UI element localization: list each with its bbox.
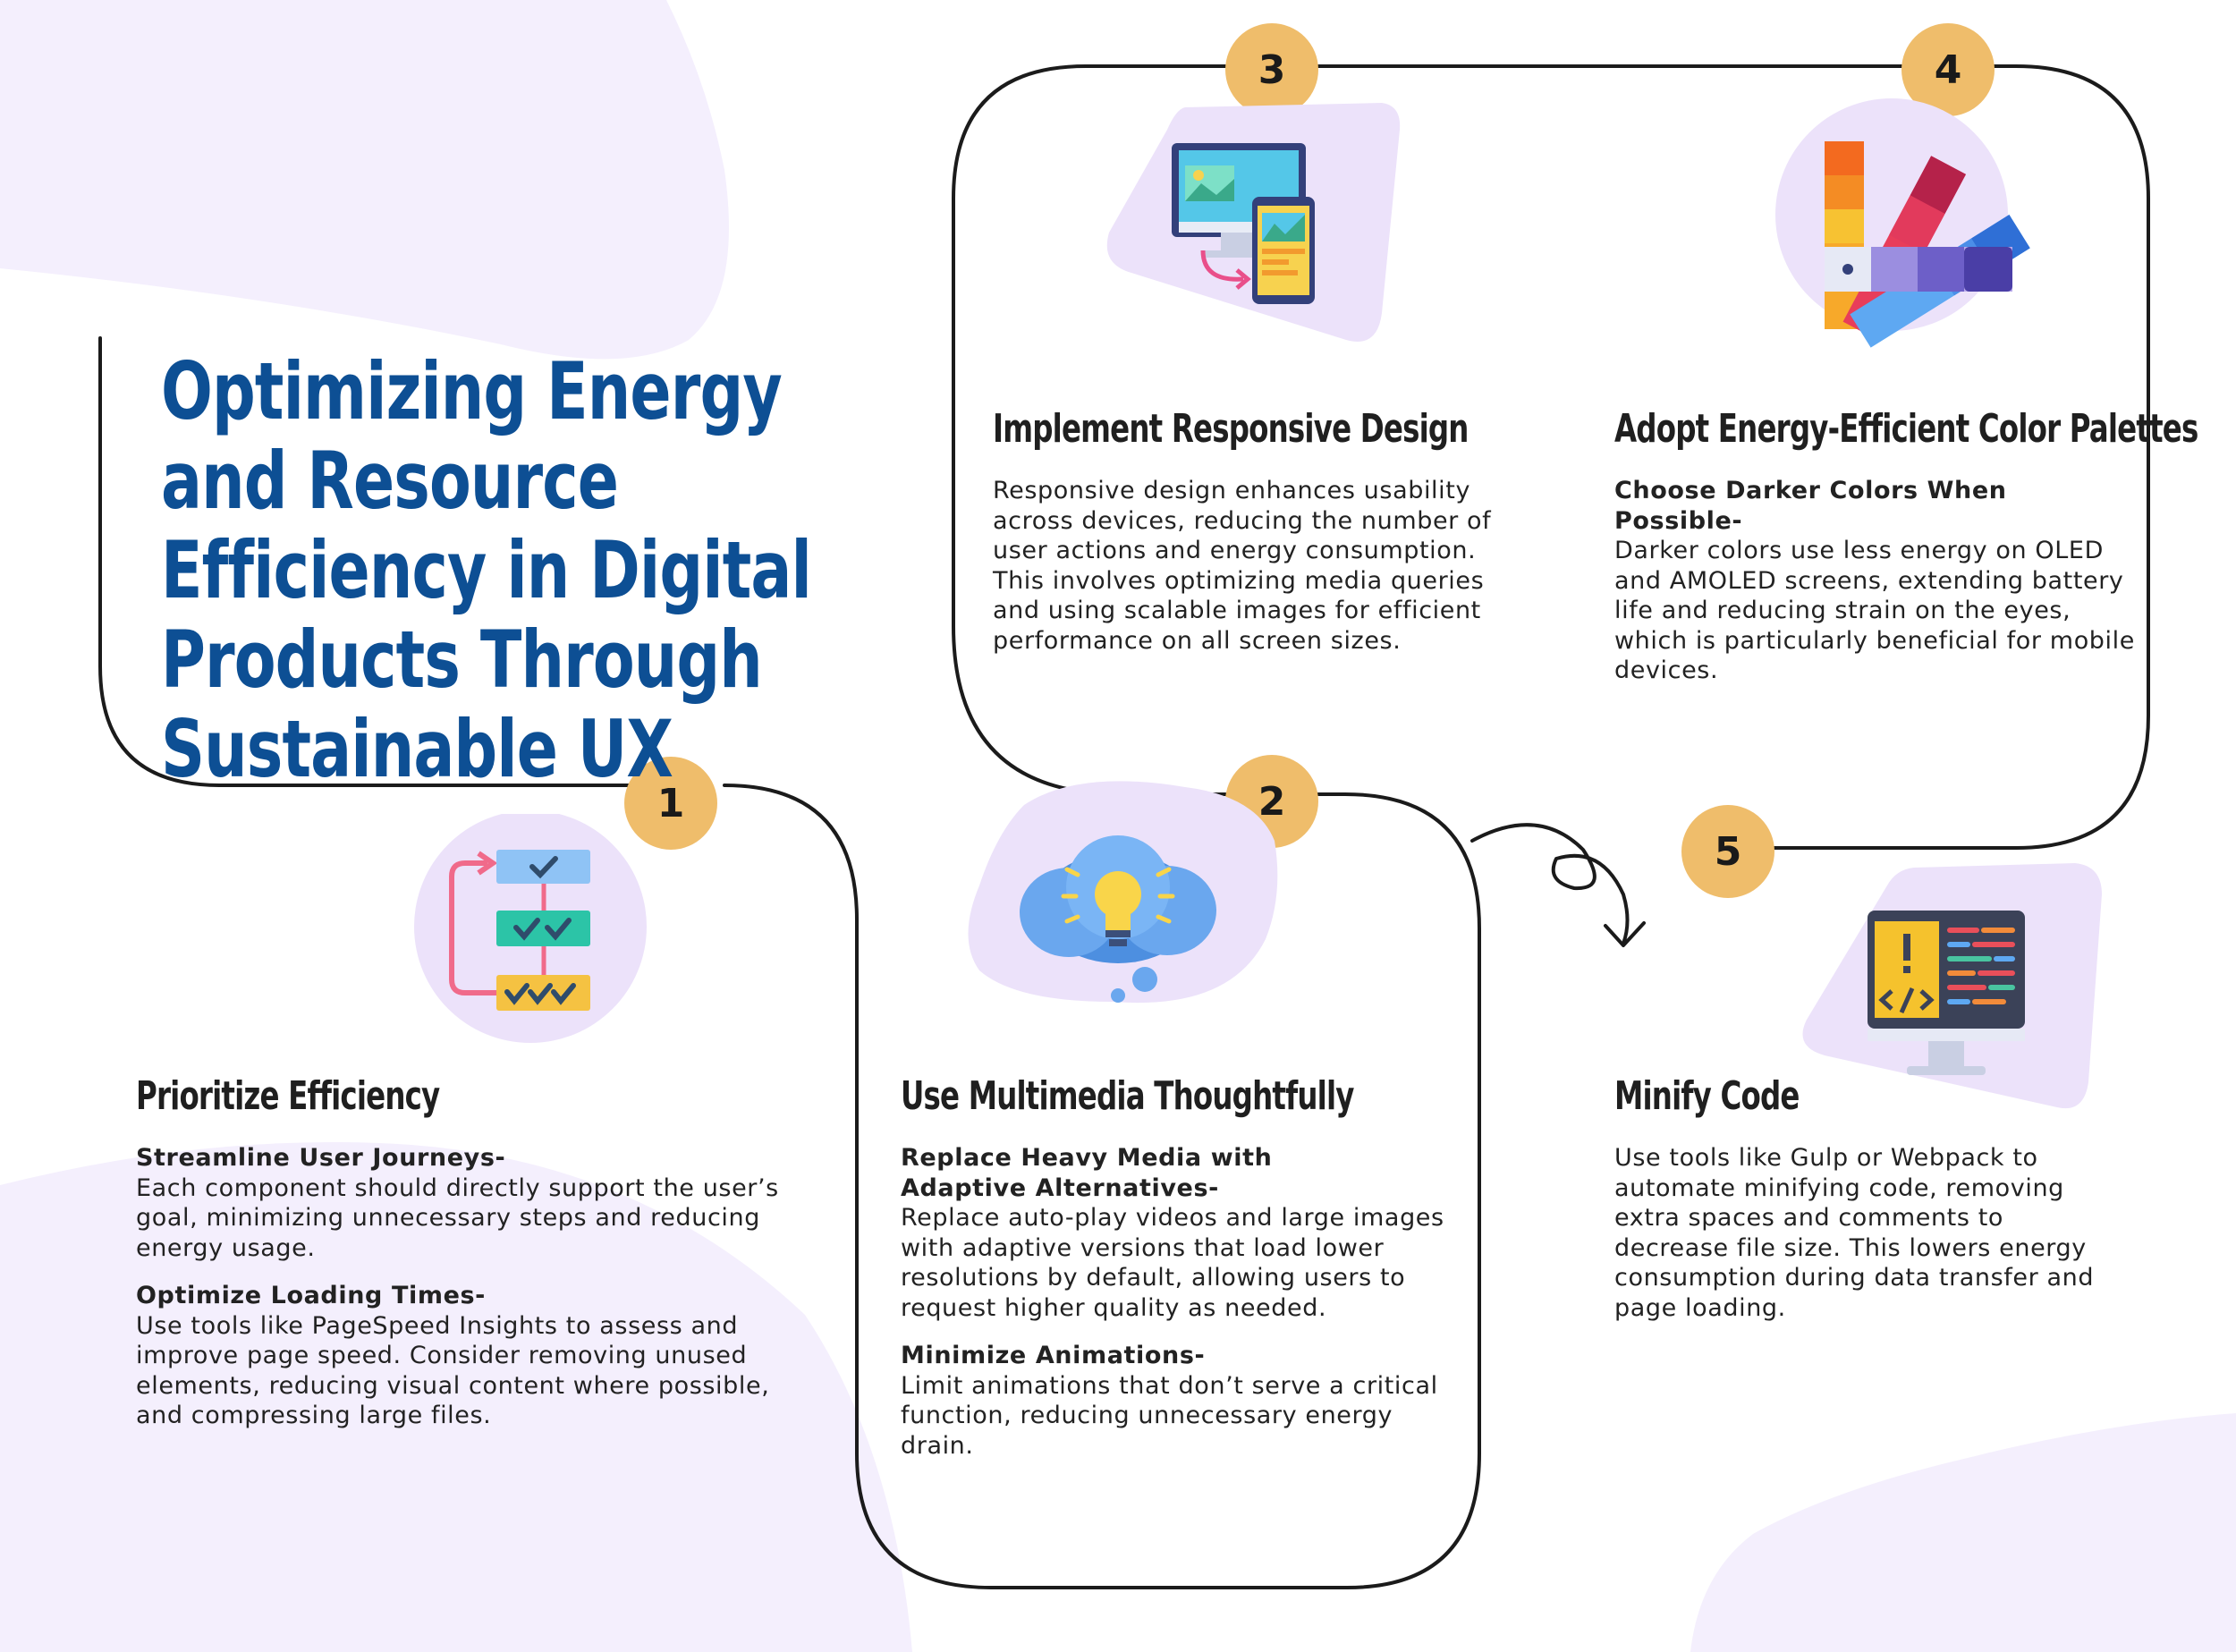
step-3-heading: Implement Responsive Design [993, 406, 1469, 452]
step-badge-2: 2 [1225, 755, 1318, 848]
page-title: Optimizing Energy and Resource Efficienc… [161, 345, 812, 795]
lightbulb-cloud-icon [968, 781, 1278, 1004]
step-3-body-1: Responsive design enhances usability acr… [993, 477, 1492, 655]
step-badge-4: 4 [1901, 23, 1995, 116]
step-badge-3: 3 [1225, 23, 1318, 116]
step-5-minify-code: Minify Code Use tools like Gulp or Webpa… [1614, 1072, 2124, 1341]
step-2-block-2: Minimize Animations- Limit animations th… [901, 1341, 1455, 1461]
step-5-heading: Minify Code [1614, 1073, 1800, 1119]
checklist-flow-icon [414, 814, 647, 1043]
step-4-body-1: Darker colors use less energy on OLED an… [1614, 537, 2135, 684]
step-1-body-1: Each component should directly support t… [136, 1173, 779, 1262]
step-2-subheading-2: Minimize Animations- [901, 1342, 1206, 1369]
step-4-block-1: Choose Darker Colors When Possible- Dark… [1614, 476, 2142, 686]
step-2-body-2: Limit animations that don’t serve a crit… [901, 1371, 1438, 1460]
step-4-subheading-1: Choose Darker Colors When Possible- [1614, 477, 2007, 535]
step-4-heading: Adopt Energy-Efficient Color Palettes [1614, 406, 2198, 452]
code-monitor-icon [1802, 863, 2102, 1109]
step-5-block-1: Use tools like Gulp or Webpack to automa… [1614, 1143, 2124, 1323]
step-1-block-2: Optimize Loading Times- Use tools like P… [136, 1281, 816, 1431]
step-3-block-1: Responsive design enhances usability acr… [993, 476, 1520, 656]
step-2-heading: Use Multimedia Thoughtfully [901, 1073, 1354, 1119]
step-3-responsive-design: Implement Responsive Design Responsive d… [993, 404, 1520, 674]
color-palette-icon [1775, 98, 2030, 348]
step-1-heading: Prioritize Efficiency [136, 1073, 440, 1119]
step-1-prioritize-efficiency: Prioritize Efficiency Streamline User Jo… [136, 1072, 816, 1449]
responsive-devices-icon [1106, 103, 1401, 342]
step-4-color-palettes: Adopt Energy-Efficient Color Palettes Ch… [1614, 404, 2198, 704]
step-badge-1: 1 [624, 757, 717, 850]
step-5-body-1: Use tools like Gulp or Webpack to automa… [1614, 1144, 2095, 1322]
step-1-subheading-2: Optimize Loading Times- [136, 1282, 486, 1309]
step-1-body-2: Use tools like PageSpeed Insights to ass… [136, 1311, 770, 1430]
step-1-block-1: Streamline User Journeys- Each component… [136, 1143, 816, 1263]
step-2-body-1: Replace auto-play videos and large image… [901, 1204, 1444, 1322]
step-badge-5: 5 [1681, 805, 1774, 898]
step-2-use-multimedia: Use Multimedia Thoughtfully Replace Heav… [901, 1072, 1455, 1478]
step-2-block-1: Replace Heavy Media with Adaptive Altern… [901, 1143, 1455, 1323]
step-1-subheading-1: Streamline User Journeys- [136, 1144, 506, 1172]
step-2-subheading-1: Replace Heavy Media with Adaptive Altern… [901, 1144, 1273, 1202]
